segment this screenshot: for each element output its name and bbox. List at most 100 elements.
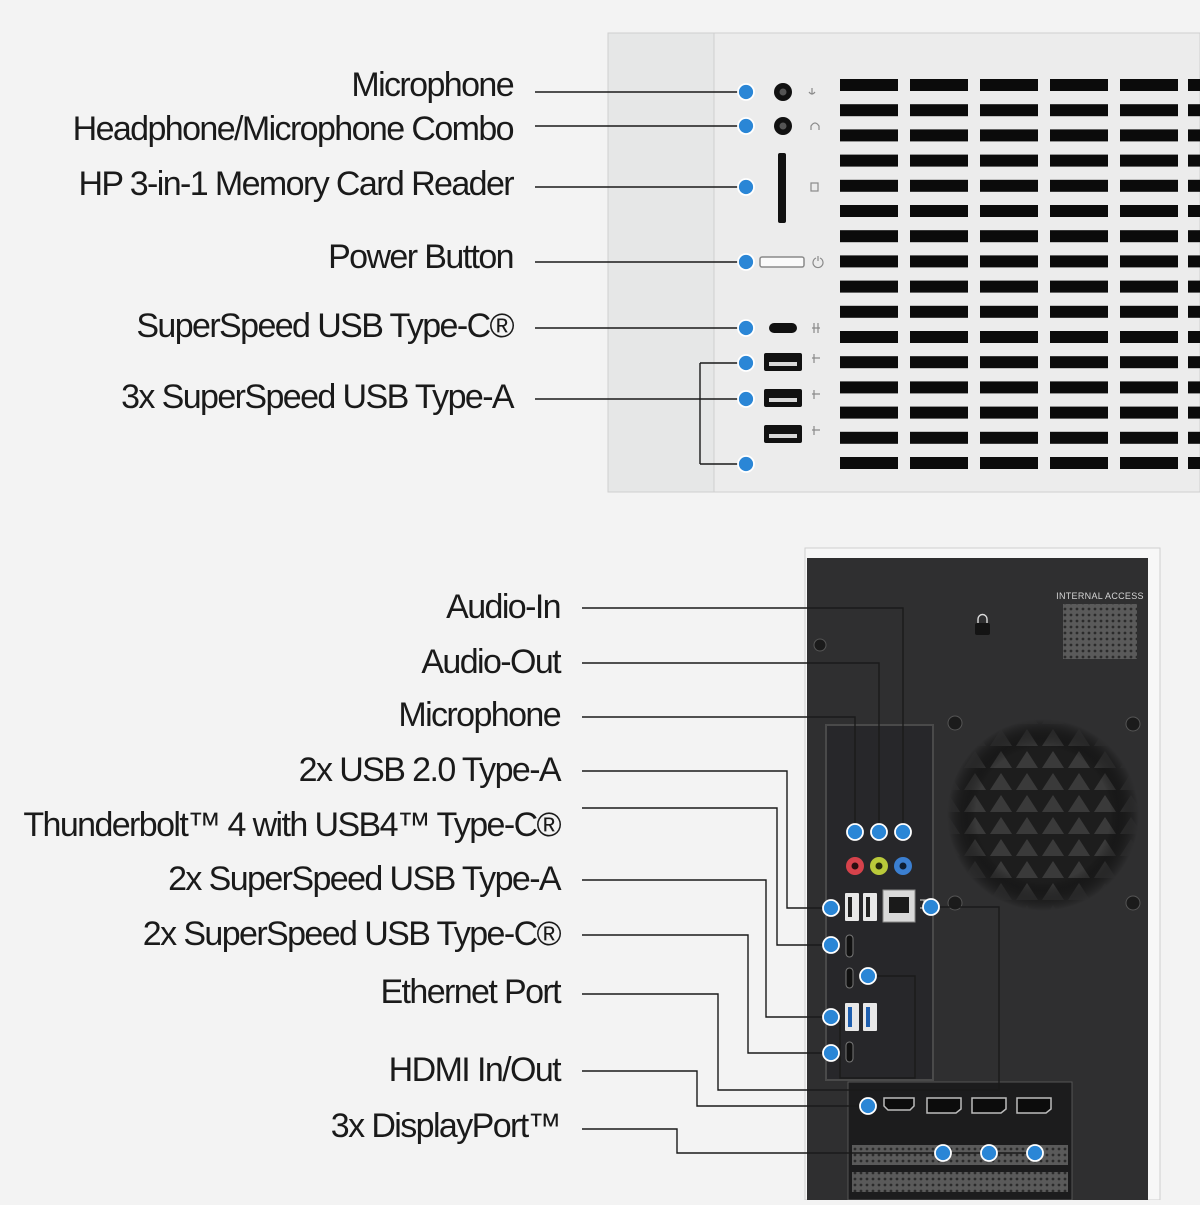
vent-slot <box>1050 331 1108 343</box>
memory-card-slot <box>778 153 786 223</box>
vent-slot <box>980 179 1038 192</box>
vent-slot <box>910 230 968 243</box>
label-audio-in: Audio-In <box>446 588 561 626</box>
vent-slot <box>1050 406 1108 419</box>
rear-usb-c-port-2 <box>845 1041 854 1063</box>
vent-slot <box>910 331 968 343</box>
vent-slot <box>1050 179 1108 192</box>
vent-slot <box>910 406 968 419</box>
vent-slot <box>1050 255 1108 268</box>
vent-slot <box>1188 331 1200 343</box>
front-panel <box>607 32 1200 493</box>
vent-slot <box>840 381 898 394</box>
thunderbolt-port <box>845 934 854 958</box>
vent-slot <box>980 79 1038 91</box>
vent-slot <box>1120 381 1178 394</box>
front-usb-c-port <box>769 323 797 333</box>
vent-slot <box>980 431 1038 444</box>
vent-slot <box>910 179 968 192</box>
callout-dot <box>737 390 755 408</box>
vent-slot <box>1050 230 1108 243</box>
vent-slot <box>840 255 898 268</box>
callout-dot <box>737 354 755 372</box>
vent-slot <box>910 129 968 142</box>
label-audio-out: Audio-Out <box>421 643 561 681</box>
label-displayport: 3x DisplayPort™ <box>330 1107 562 1145</box>
vent-slot <box>980 356 1038 369</box>
vent-slot <box>910 457 968 469</box>
rear-panel: INTERNAL ACCESS <box>804 547 1161 1201</box>
callout-dot <box>894 823 912 841</box>
label-front-microphone: Microphone <box>351 66 514 104</box>
power-button <box>759 256 805 268</box>
internal-access-mesh <box>1063 604 1137 659</box>
callout-dots <box>737 83 1044 1162</box>
screw <box>1125 716 1141 732</box>
vent-slot <box>980 154 1038 167</box>
callout-dot <box>822 1008 840 1026</box>
vent-slot <box>1050 305 1108 318</box>
vent-slot <box>840 179 898 192</box>
vent-slot <box>1120 79 1178 91</box>
callout-dot <box>859 967 877 985</box>
vent-slot <box>980 381 1038 394</box>
vent-slot <box>980 305 1038 318</box>
vent-slot <box>840 280 898 293</box>
hdmi-port <box>883 1097 915 1111</box>
usb-icon <box>812 390 820 399</box>
callout-dot <box>822 899 840 917</box>
callout-dot <box>822 1044 840 1062</box>
lock-icon <box>975 623 990 635</box>
vent-slot <box>1120 179 1178 192</box>
vent-slot <box>840 79 898 91</box>
vent-slot <box>1188 179 1200 192</box>
vent-slot <box>980 230 1038 243</box>
vent-slot <box>1120 457 1178 469</box>
vent-slot <box>1120 356 1178 369</box>
displayport-2 <box>971 1097 1007 1114</box>
vent-slot <box>1188 280 1200 293</box>
label-thunderbolt: Thunderbolt™ 4 with USB4™ Type-C® <box>23 806 561 844</box>
vent-slot <box>1188 381 1200 394</box>
vent-slot <box>1188 79 1200 91</box>
label-power-button: Power Button <box>328 238 515 276</box>
vent-slot <box>1188 129 1200 142</box>
vent-slot <box>910 79 968 91</box>
vent-slot <box>840 406 898 419</box>
vent-slot <box>1120 255 1178 268</box>
callout-dot <box>822 936 840 954</box>
headphone-icon <box>810 122 820 130</box>
vent-slot <box>1120 280 1178 293</box>
vent-slot <box>1050 129 1108 142</box>
callout-lines <box>535 91 1035 1154</box>
vent-slot <box>840 305 898 318</box>
vent-slot <box>980 406 1038 419</box>
vent-slot <box>1120 129 1178 142</box>
vent-slot <box>1120 431 1178 444</box>
callout-dot <box>737 178 755 196</box>
vent-slot <box>840 104 898 117</box>
vent-slot <box>1188 431 1200 444</box>
vent-slot <box>910 104 968 117</box>
usb-icon <box>812 426 820 435</box>
callout-dot <box>737 455 755 473</box>
vent-slot <box>1050 431 1108 444</box>
callout-dot <box>870 823 888 841</box>
usb-icon <box>812 323 820 333</box>
vent-slot <box>910 431 968 444</box>
vent-slot <box>1120 305 1178 318</box>
vent-slot <box>840 457 898 469</box>
label-usb2: 2x USB 2.0 Type-A <box>298 751 562 789</box>
callout-dot <box>922 898 940 916</box>
vent-slot <box>1050 356 1108 369</box>
rear-usb-c-port-1 <box>845 967 854 989</box>
screw <box>813 638 827 652</box>
callout-dot <box>1026 1144 1044 1162</box>
vent-slot <box>840 129 898 142</box>
displayport-1 <box>926 1097 962 1114</box>
vent-slot <box>1188 230 1200 243</box>
label-hdmi: HDMI In/Out <box>388 1051 562 1089</box>
vent-slot <box>1188 457 1200 469</box>
vent-slot <box>1050 205 1108 217</box>
label-rear-usb-c: 2x SuperSpeed USB Type-C® <box>142 915 562 953</box>
